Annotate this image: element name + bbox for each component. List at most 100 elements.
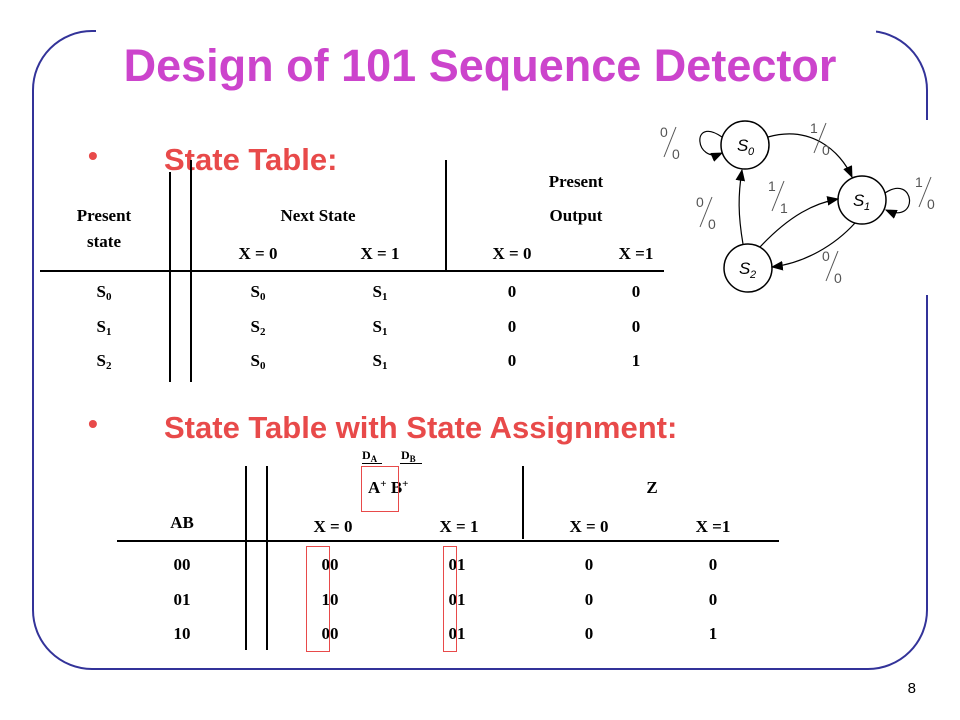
- table-divider: [169, 172, 171, 382]
- svg-text:S: S: [739, 259, 751, 278]
- header-present-output: Present: [548, 172, 604, 191]
- cell-ab: 10: [173, 624, 191, 643]
- cell-next-state: 00: [321, 555, 339, 574]
- svg-text:0: 0: [660, 124, 668, 140]
- cell-z: 0: [708, 590, 718, 609]
- page-number: 8: [907, 680, 916, 697]
- table-divider: [266, 466, 268, 650]
- edge-s2-s1: [759, 196, 840, 248]
- cell-ab: 00: [173, 555, 191, 574]
- cell-output: 0: [507, 351, 517, 370]
- svg-text:0: 0: [672, 146, 680, 162]
- state-s2: S 2: [723, 243, 773, 293]
- table-rule: [117, 540, 779, 542]
- label-s0-self: 0 0: [660, 124, 680, 162]
- svg-text:S: S: [737, 136, 749, 155]
- state-diagram: S 0 S 1 S 2 0 0 1 0 1 0 1 1 0 0: [660, 120, 935, 293]
- header-x0: X = 0: [492, 244, 532, 263]
- cell-next-state: S0: [250, 351, 266, 372]
- edge-s1-self: [884, 187, 911, 219]
- cell-z: 0: [584, 624, 594, 643]
- cell-next-state: S1: [372, 317, 388, 338]
- highlight-da: [361, 466, 399, 512]
- cell-next-state: S1: [372, 282, 388, 303]
- edge-s2-s0: [735, 168, 746, 245]
- header-z: Z: [646, 478, 658, 497]
- cell-next-state: S2: [250, 317, 266, 338]
- header-next-state: Next State: [280, 206, 356, 225]
- edge-s0-self: [699, 130, 724, 162]
- svg-text:1: 1: [915, 174, 923, 190]
- svg-text:2: 2: [749, 269, 756, 281]
- cell-ab: 01: [173, 590, 191, 609]
- cell-output: 0: [507, 317, 517, 336]
- header-x0: X = 0: [569, 517, 609, 536]
- header-x0: X = 0: [238, 244, 278, 263]
- svg-text:0: 0: [822, 248, 830, 264]
- svg-text:1: 1: [780, 200, 788, 216]
- db-overline: [400, 463, 422, 464]
- cell-output: 0: [631, 317, 641, 336]
- cell-present-state: S2: [96, 351, 112, 372]
- da-overline: [362, 463, 382, 464]
- table-divider: [445, 160, 447, 270]
- cell-next-state: 01: [448, 624, 466, 643]
- svg-text:S: S: [853, 191, 865, 210]
- bullet-dot: •: [88, 408, 98, 439]
- header-x1: X =1: [618, 244, 654, 263]
- header-present-state: state: [87, 232, 121, 251]
- table-divider: [522, 466, 524, 539]
- highlight-db-column: [443, 546, 457, 652]
- header-present-state: Present: [76, 206, 132, 225]
- cell-next-state: S1: [372, 351, 388, 372]
- header-present-output: Output: [549, 206, 603, 225]
- svg-text:1: 1: [810, 120, 818, 136]
- state-s0: S 0: [720, 120, 770, 170]
- frame-gap-title: [96, 24, 876, 38]
- header-da: DA: [362, 448, 378, 464]
- label-s1-s2: 0 0: [822, 248, 842, 286]
- cell-z: 0: [584, 555, 594, 574]
- header-x1: X = 1: [360, 244, 400, 263]
- svg-text:1: 1: [864, 201, 870, 213]
- header-ab: AB: [170, 513, 194, 532]
- header-db: DB: [401, 448, 416, 464]
- edge-s1-s2: [770, 222, 856, 271]
- cell-z: 1: [708, 624, 718, 643]
- highlight-da-column: [306, 546, 330, 652]
- svg-text:1: 1: [768, 178, 776, 194]
- svg-text:0: 0: [696, 194, 704, 210]
- cell-next-state: 01: [448, 590, 466, 609]
- bullet-text: State Table:: [164, 142, 338, 177]
- table-rule: [40, 270, 664, 272]
- cell-present-state: S0: [96, 282, 112, 303]
- svg-text:0: 0: [822, 142, 830, 158]
- cell-next-state: 10: [321, 590, 339, 609]
- label-s2-s0: 0 0: [696, 194, 716, 232]
- table-divider: [245, 466, 247, 650]
- cell-z: 0: [584, 590, 594, 609]
- cell-output: 0: [507, 282, 517, 301]
- cell-next-state: 01: [448, 555, 466, 574]
- svg-text:0: 0: [834, 270, 842, 286]
- svg-text:0: 0: [927, 196, 935, 212]
- cell-output: 0: [631, 282, 641, 301]
- header-x0: X = 0: [313, 517, 353, 536]
- bullet-text: State Table with State Assignment:: [164, 410, 678, 445]
- slide-title: Design of 101 Sequence Detector: [123, 40, 837, 91]
- svg-text:0: 0: [708, 216, 716, 232]
- header-next-state: A+ B+: [368, 478, 409, 497]
- edge-s0-s1: [767, 133, 853, 179]
- cell-output: 1: [631, 351, 641, 370]
- cell-present-state: S1: [96, 317, 112, 338]
- cell-next-state: S0: [250, 282, 266, 303]
- label-s1-self: 1 0: [915, 174, 935, 212]
- cell-z: 0: [708, 555, 718, 574]
- bullet-dot: •: [88, 140, 98, 171]
- cell-next-state: 00: [321, 624, 339, 643]
- svg-text:0: 0: [748, 146, 755, 158]
- label-s0-s1: 1 0: [810, 120, 830, 158]
- frame-gap-diagram: [918, 120, 938, 295]
- label-s2-s1: 1 1: [768, 178, 788, 216]
- header-x1: X =1: [695, 517, 731, 536]
